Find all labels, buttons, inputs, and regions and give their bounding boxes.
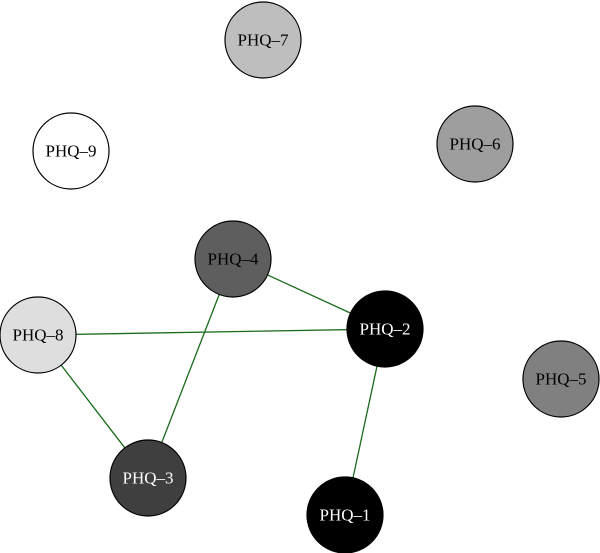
node-label: PHQ–6 bbox=[449, 135, 500, 154]
node-label: PHQ–4 bbox=[207, 250, 259, 269]
node-circle bbox=[224, 1, 302, 79]
node-phq-5: PHQ–5 bbox=[522, 340, 600, 418]
node-label: PHQ–7 bbox=[237, 31, 289, 50]
node-label: PHQ–2 bbox=[359, 320, 410, 339]
node-label: PHQ–8 bbox=[12, 326, 63, 345]
node-phq-3: PHQ–3 bbox=[109, 439, 187, 517]
node-circle bbox=[346, 290, 424, 368]
node-phq-4: PHQ–4 bbox=[194, 220, 272, 298]
node-label: PHQ–9 bbox=[45, 142, 96, 161]
node-circle bbox=[0, 296, 77, 374]
edge-layer bbox=[37, 258, 386, 516]
node-phq-1: PHQ–1 bbox=[306, 476, 384, 553]
node-label: PHQ–5 bbox=[535, 370, 586, 389]
node-label: PHQ–3 bbox=[122, 469, 173, 488]
node-circle bbox=[194, 220, 272, 298]
node-phq-8: PHQ–8 bbox=[0, 296, 77, 374]
node-phq-9: PHQ–9 bbox=[32, 112, 110, 190]
node-label: PHQ–1 bbox=[319, 506, 370, 525]
node-circle bbox=[32, 112, 110, 190]
node-circle bbox=[436, 105, 514, 183]
node-circle bbox=[306, 476, 384, 553]
node-phq-7: PHQ–7 bbox=[224, 1, 302, 79]
edge-phq-4-phq-3 bbox=[147, 258, 234, 479]
edge-phq-8-phq-2 bbox=[37, 328, 386, 336]
node-phq-2: PHQ–2 bbox=[346, 290, 424, 368]
node-circle bbox=[522, 340, 600, 418]
node-phq-6: PHQ–6 bbox=[436, 105, 514, 183]
node-circle bbox=[109, 439, 187, 517]
